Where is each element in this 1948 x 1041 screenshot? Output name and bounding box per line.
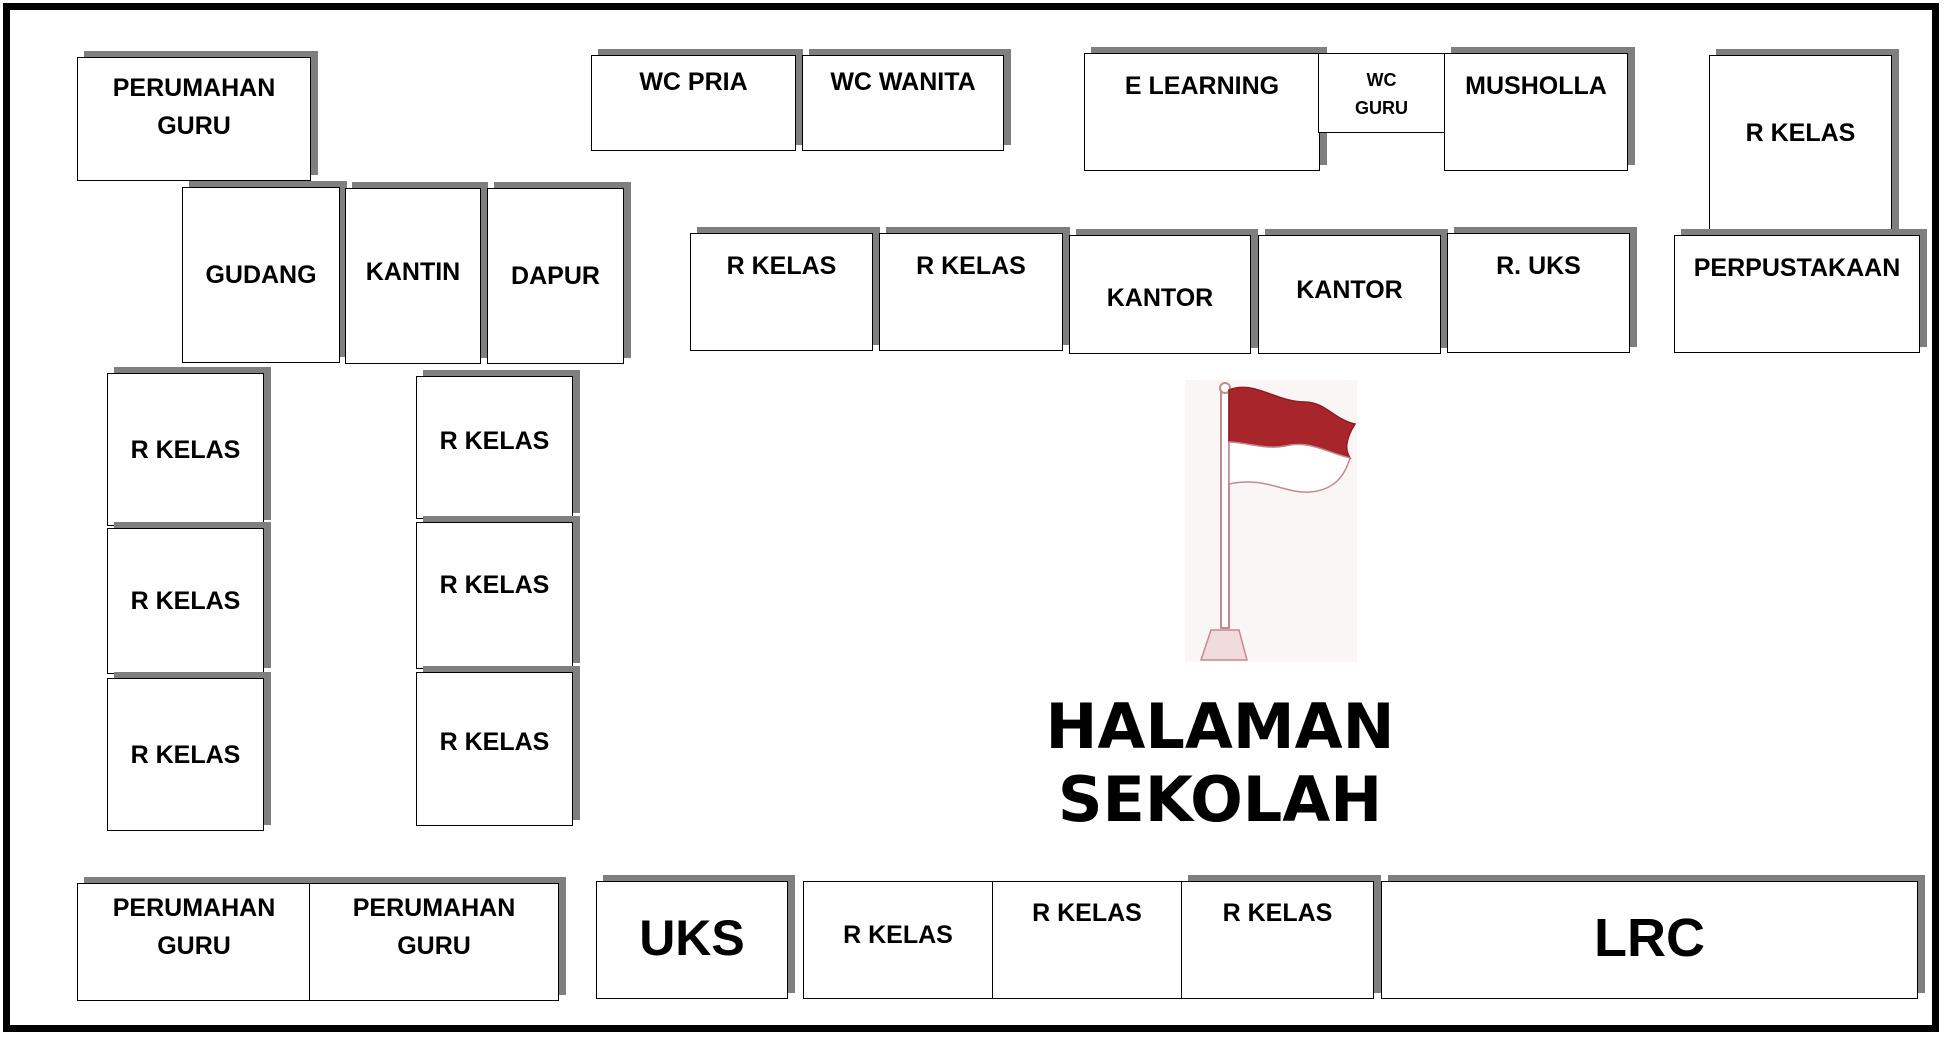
site-boundary: [3, 3, 1939, 1032]
flag-icon: [1185, 380, 1357, 662]
room-perumahan-guru-top: PERUMAHAN GURU: [77, 57, 311, 181]
room-wc-guru: WC GURU: [1318, 53, 1445, 133]
room-r-uks: R. UKS: [1447, 233, 1630, 353]
room-lrc: LRC: [1381, 881, 1918, 999]
room-r-kelas-bottom-2: R KELAS: [992, 881, 1182, 999]
room-r-kelas-mid-2: R KELAS: [879, 233, 1063, 351]
room-kantin: KANTIN: [345, 188, 481, 364]
room-perumahan-guru-bottom-1: PERUMAHAN GURU: [77, 883, 311, 1001]
room-perpustakaan: PERPUSTAKAAN: [1674, 235, 1920, 353]
yard-label: HALAMAN SEKOLAH: [1045, 690, 1395, 836]
room-r-kelas-top-right: R KELAS: [1709, 55, 1892, 235]
room-kantor-2: KANTOR: [1258, 235, 1441, 354]
room-r-kelas-inner-1: R KELAS: [416, 376, 573, 519]
room-r-kelas-mid-1: R KELAS: [690, 233, 873, 351]
room-musholla: MUSHOLLA: [1444, 53, 1628, 171]
room-perumahan-guru-bottom-2: PERUMAHAN GURU: [309, 883, 559, 1001]
room-e-learning: E LEARNING: [1084, 53, 1320, 171]
room-r-kelas-inner-2: R KELAS: [416, 522, 573, 669]
room-wc-wanita: WC WANITA: [802, 55, 1004, 151]
room-gudang: GUDANG: [182, 187, 340, 363]
room-r-kelas-left-1: R KELAS: [107, 373, 264, 526]
room-r-kelas-bottom-3: R KELAS: [1181, 881, 1374, 999]
room-uks: UKS: [596, 881, 788, 999]
room-r-kelas-bottom-1: R KELAS: [803, 881, 993, 999]
room-dapur: DAPUR: [487, 188, 624, 364]
room-r-kelas-left-3: R KELAS: [107, 678, 264, 831]
room-r-kelas-left-2: R KELAS: [107, 528, 264, 674]
room-r-kelas-inner-3: R KELAS: [416, 672, 573, 826]
room-kantor-1: KANTOR: [1069, 235, 1251, 354]
room-wc-pria: WC PRIA: [591, 55, 796, 151]
